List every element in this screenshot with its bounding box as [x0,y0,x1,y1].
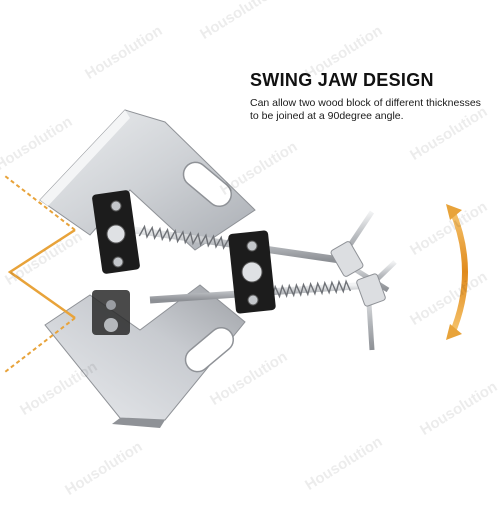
description-line: Can allow two wood block of different th… [250,97,481,109]
lower-frame-plate [44,284,246,428]
upper-frame-plate [39,109,256,251]
t-handle-lower [356,260,397,351]
pivot-bolt-icon [241,261,263,283]
feature-description: Can allow two wood block of different th… [250,97,490,123]
pivot-bolt-icon [106,224,126,244]
description-line: to be joined at a 90degree angle. [250,110,404,122]
workpiece-outline [4,175,76,373]
screw-icon [110,200,122,212]
screw-icon [247,294,259,306]
feature-heading: SWING JAW DESIGN [250,70,434,90]
swing-arc-icon [446,204,468,340]
lower-slot-hole [184,326,235,373]
jaw-block-right [228,230,276,314]
upper-slot-hole [182,161,233,208]
jaw-block-left [92,190,140,274]
screw-icon [246,240,258,252]
screw-icon [112,256,124,268]
jaw-block-reflection [92,290,130,335]
